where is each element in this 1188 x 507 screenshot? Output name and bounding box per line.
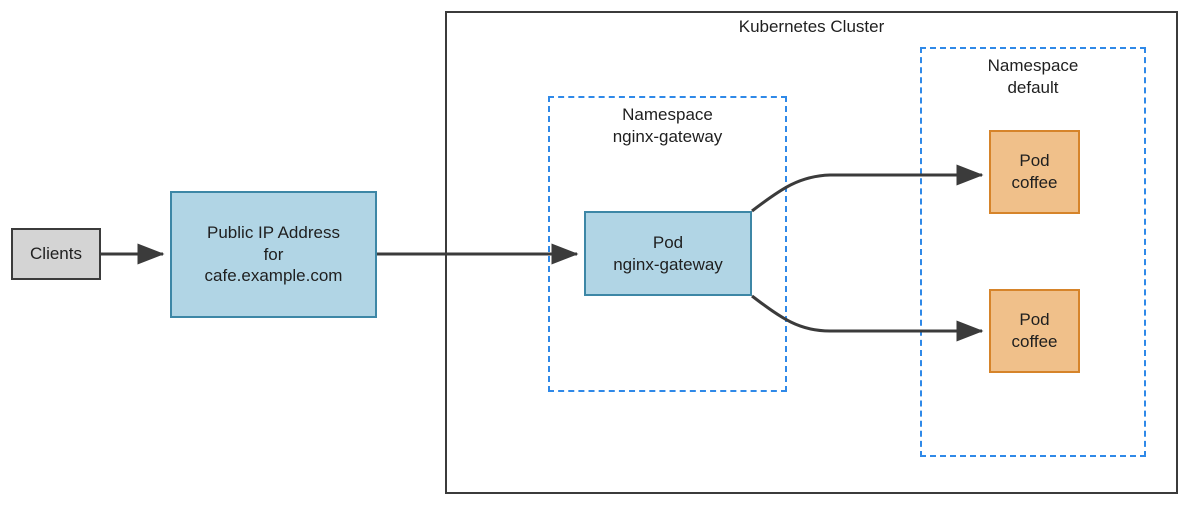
node-public-ip-address[interactable]: Public IP Address for cafe.example.com — [170, 191, 377, 318]
node-pod-coffee-top[interactable]: Pod coffee — [989, 130, 1080, 214]
namespace-default-label: Namespace default — [987, 56, 1079, 98]
node-pod-coffee-bottom[interactable]: Pod coffee — [989, 289, 1080, 373]
node-clients[interactable]: Clients — [11, 228, 101, 280]
kubernetes-cluster-label: Kubernetes Cluster — [738, 17, 885, 36]
node-pod-nginx-gateway[interactable]: Pod nginx-gateway — [584, 211, 752, 296]
namespace-default-boundary — [920, 47, 1146, 457]
namespace-nginx-gateway-label: Namespace nginx-gateway — [612, 105, 723, 147]
namespace-nginx-gateway-boundary — [548, 96, 787, 392]
